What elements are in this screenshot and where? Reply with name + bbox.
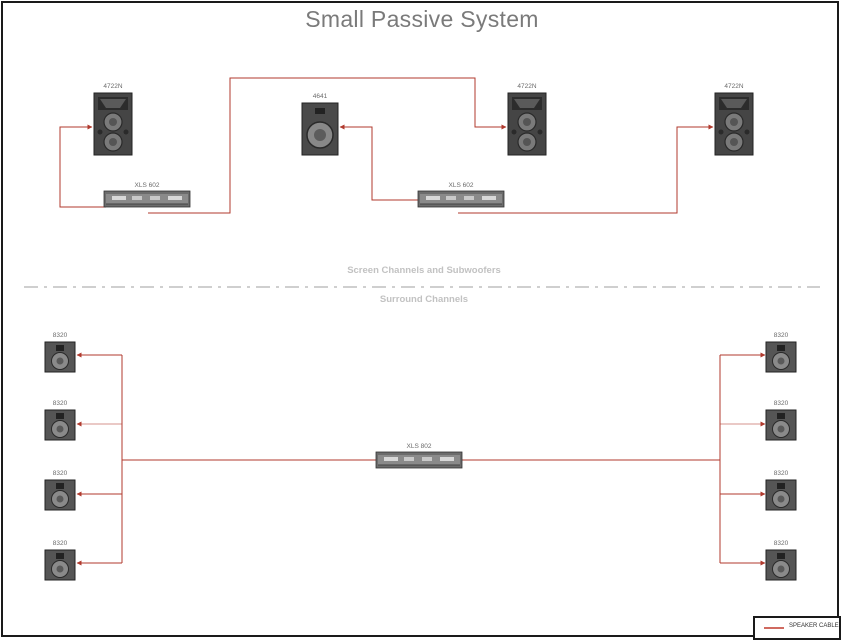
- surround-speaker-right-1-icon: [765, 341, 797, 373]
- amplifier-3-label: XLS 802: [406, 443, 432, 450]
- surround-right-1-label: 8320: [773, 332, 789, 339]
- screen-speaker-center-icon: [507, 92, 547, 156]
- amplifier-3-icon: [375, 451, 463, 469]
- screen-speaker-left-icon: [93, 92, 133, 156]
- surround-speaker-left-1-icon: [44, 341, 76, 373]
- screen-speaker-right-icon: [714, 92, 754, 156]
- section-label-screen: Screen Channels and Subwoofers: [347, 265, 501, 276]
- surround-left-1-label: 8320: [52, 332, 68, 339]
- legend: [753, 616, 841, 640]
- amplifier-2-label: XLS 602: [448, 182, 474, 189]
- surround-speaker-right-3-icon: [765, 479, 797, 511]
- surround-speaker-left-2-icon: [44, 409, 76, 441]
- surround-speaker-left-4-icon: [44, 549, 76, 581]
- surround-left-4-label: 8320: [52, 540, 68, 547]
- subwoofer-label: 4641: [312, 93, 328, 100]
- surround-speaker-right-2-icon: [765, 409, 797, 441]
- upper-cabling: [59, 77, 714, 214]
- surround-right-3-label: 8320: [773, 470, 789, 477]
- screen-speaker-left-label: 4722N: [103, 83, 123, 90]
- surround-speaker-right-4-icon: [765, 549, 797, 581]
- amplifier-1-icon: [103, 190, 191, 208]
- section-label-surround: Surround Channels: [379, 294, 469, 305]
- surround-left-3-label: 8320: [52, 470, 68, 477]
- amplifier-2-icon: [417, 190, 505, 208]
- surround-speaker-left-3-icon: [44, 479, 76, 511]
- surround-right-2-label: 8320: [773, 400, 789, 407]
- diagram-title: Small Passive System: [305, 6, 539, 32]
- surround-left-2-label: 8320: [52, 400, 68, 407]
- legend-label: SPEAKER CABLE: [789, 623, 839, 629]
- subwoofer-icon: [301, 102, 339, 156]
- screen-speaker-right-label: 4722N: [724, 83, 744, 90]
- screen-speaker-center-label: 4722N: [517, 83, 537, 90]
- lower-cabling: [76, 352, 766, 566]
- surround-right-4-label: 8320: [773, 540, 789, 547]
- amplifier-1-label: XLS 602: [134, 182, 160, 189]
